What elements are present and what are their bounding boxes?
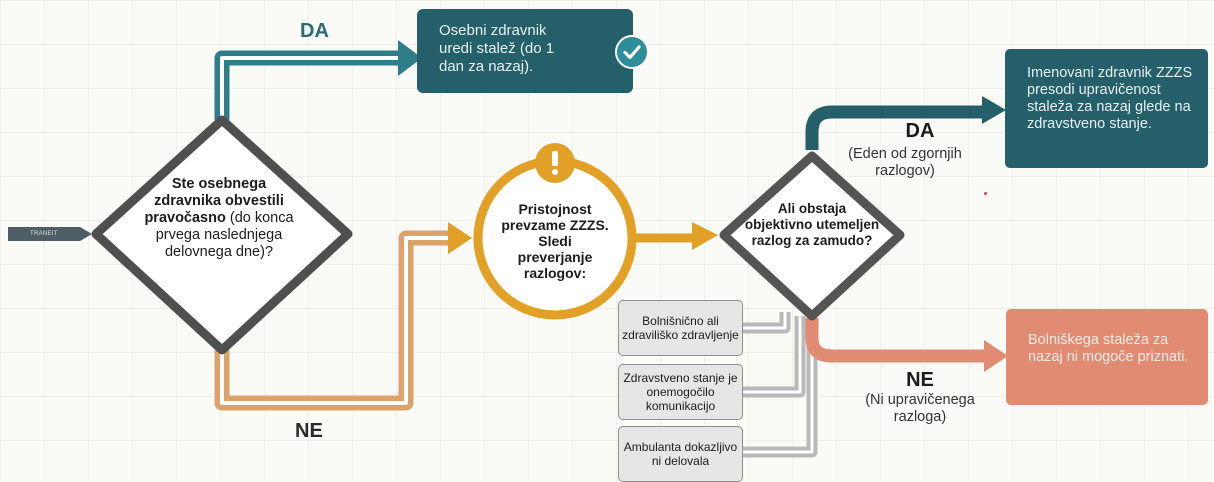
yes-top-outcome-text: Osebni zdravnik uredi stalež (do 1 dan z… — [439, 22, 555, 75]
start-arrow — [8, 227, 92, 241]
yes-right-note: (Eden od zgornjih razlogov) — [848, 146, 962, 179]
yes-right-connector — [805, 105, 984, 150]
decision1-text-rest: (do konca prvega naslednjega delovnega d… — [155, 210, 294, 260]
no-bottom-connector — [214, 230, 452, 411]
reason-box-clinic-closed: Ambulanta dokazljivo ni delovala — [618, 426, 743, 482]
yes-right-arrowhead — [982, 96, 1006, 124]
reason-connectors — [743, 312, 818, 458]
reason-text: Bolnišnično ali zdraviliško zdravljenje — [622, 314, 739, 342]
decision2-text: Ali obstaja objektivno utemeljen razlog … — [744, 201, 880, 248]
check-icon — [615, 35, 649, 69]
yes-top-connector — [214, 50, 400, 120]
yes-right-outcome-text: Imenovani zdravnik ZZZS presodi upraviče… — [1027, 65, 1193, 132]
no-right-label: NE — [906, 369, 934, 391]
red-dot-mark — [984, 192, 987, 195]
yes-top-label: DA — [300, 20, 329, 42]
circle-text: Pristojnost prevzame ZZZS. Sledi preverj… — [501, 201, 609, 281]
yes-right-outcome-box: Imenovani zdravnik ZZZS presodi upraviče… — [1005, 49, 1208, 168]
yes-right-label: DA — [905, 120, 935, 142]
decision2-diamond — [719, 151, 905, 321]
yes-top-arrowhead — [398, 40, 422, 76]
no-right-note: (Ni upravičenega razloga) — [865, 392, 975, 425]
reason-text: Zdravstveno stanje je onemogočilo komuni… — [623, 371, 738, 413]
yes-top-outcome-box: Osebni zdravnik uredi stalež (do 1 dan z… — [417, 9, 633, 93]
no-bottom-arrowhead — [448, 222, 472, 254]
no-right-outcome-box: Bolniškega staleža za nazaj ni mogoče pr… — [1006, 309, 1208, 405]
start-label: TRANEIT — [30, 231, 58, 237]
no-bottom-label: NE — [295, 420, 323, 442]
decision1-text-bold: Ste osebnega zdravnika obvestili pravoča… — [144, 176, 284, 226]
no-right-connector — [805, 318, 986, 363]
reason-box-health-condition: Zdravstveno stanje je onemogočilo komuni… — [618, 364, 743, 420]
decision1-diamond — [91, 115, 353, 355]
reason-box-hospital: Bolnišnično ali zdraviliško zdravljenje — [618, 300, 743, 356]
reason-text: Ambulanta dokazljivo ni delovala — [623, 440, 738, 468]
no-right-outcome-text: Bolniškega staleža za nazaj ni mogoče pr… — [1028, 332, 1189, 365]
no-right-arrowhead — [984, 340, 1008, 372]
decision1-text: Ste osebnega zdravnika obvestili pravoča… — [138, 176, 300, 261]
